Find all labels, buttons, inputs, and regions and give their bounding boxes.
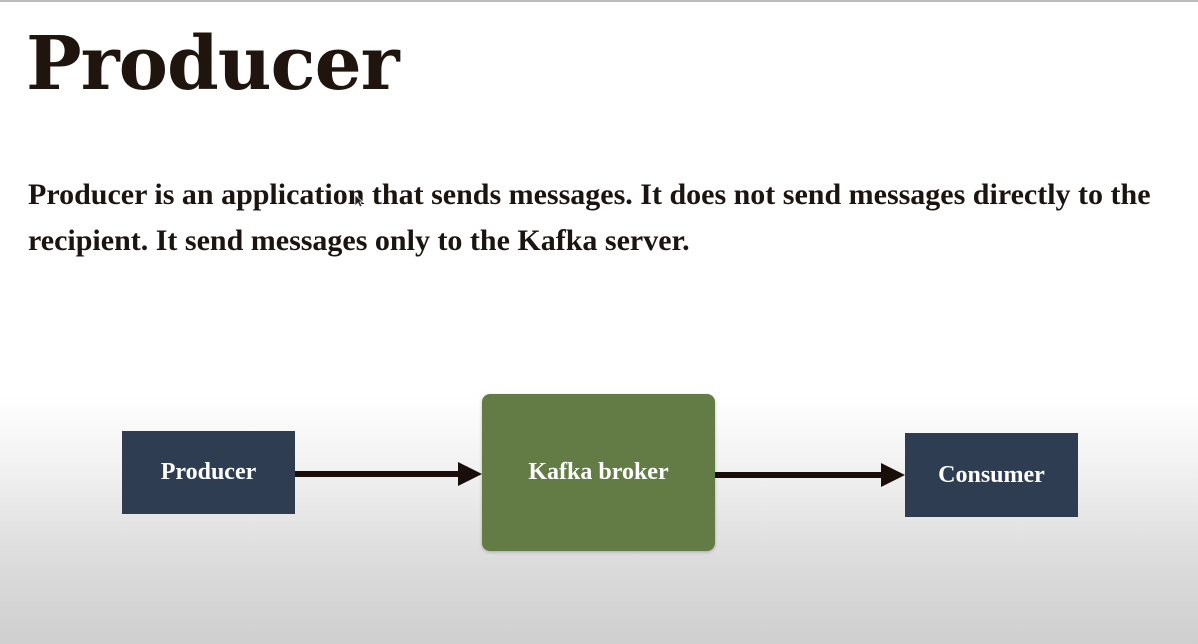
kafka-broker-node-label: Kafka broker — [528, 459, 669, 485]
consumer-node: Consumer — [905, 433, 1078, 517]
mouse-pointer-icon — [354, 194, 364, 208]
producer-node-label: Producer — [160, 459, 257, 485]
top-border — [0, 0, 1198, 2]
slide-description: Producer is an application that sends me… — [28, 178, 1151, 257]
consumer-node-label: Consumer — [938, 461, 1045, 488]
arrow-broker-to-consumer — [715, 463, 905, 487]
arrow-producer-to-broker — [295, 462, 482, 486]
kafka-broker-node: Kafka broker — [482, 394, 715, 551]
slide-title: Producer — [26, 21, 400, 107]
producer-node: Producer — [122, 431, 295, 514]
